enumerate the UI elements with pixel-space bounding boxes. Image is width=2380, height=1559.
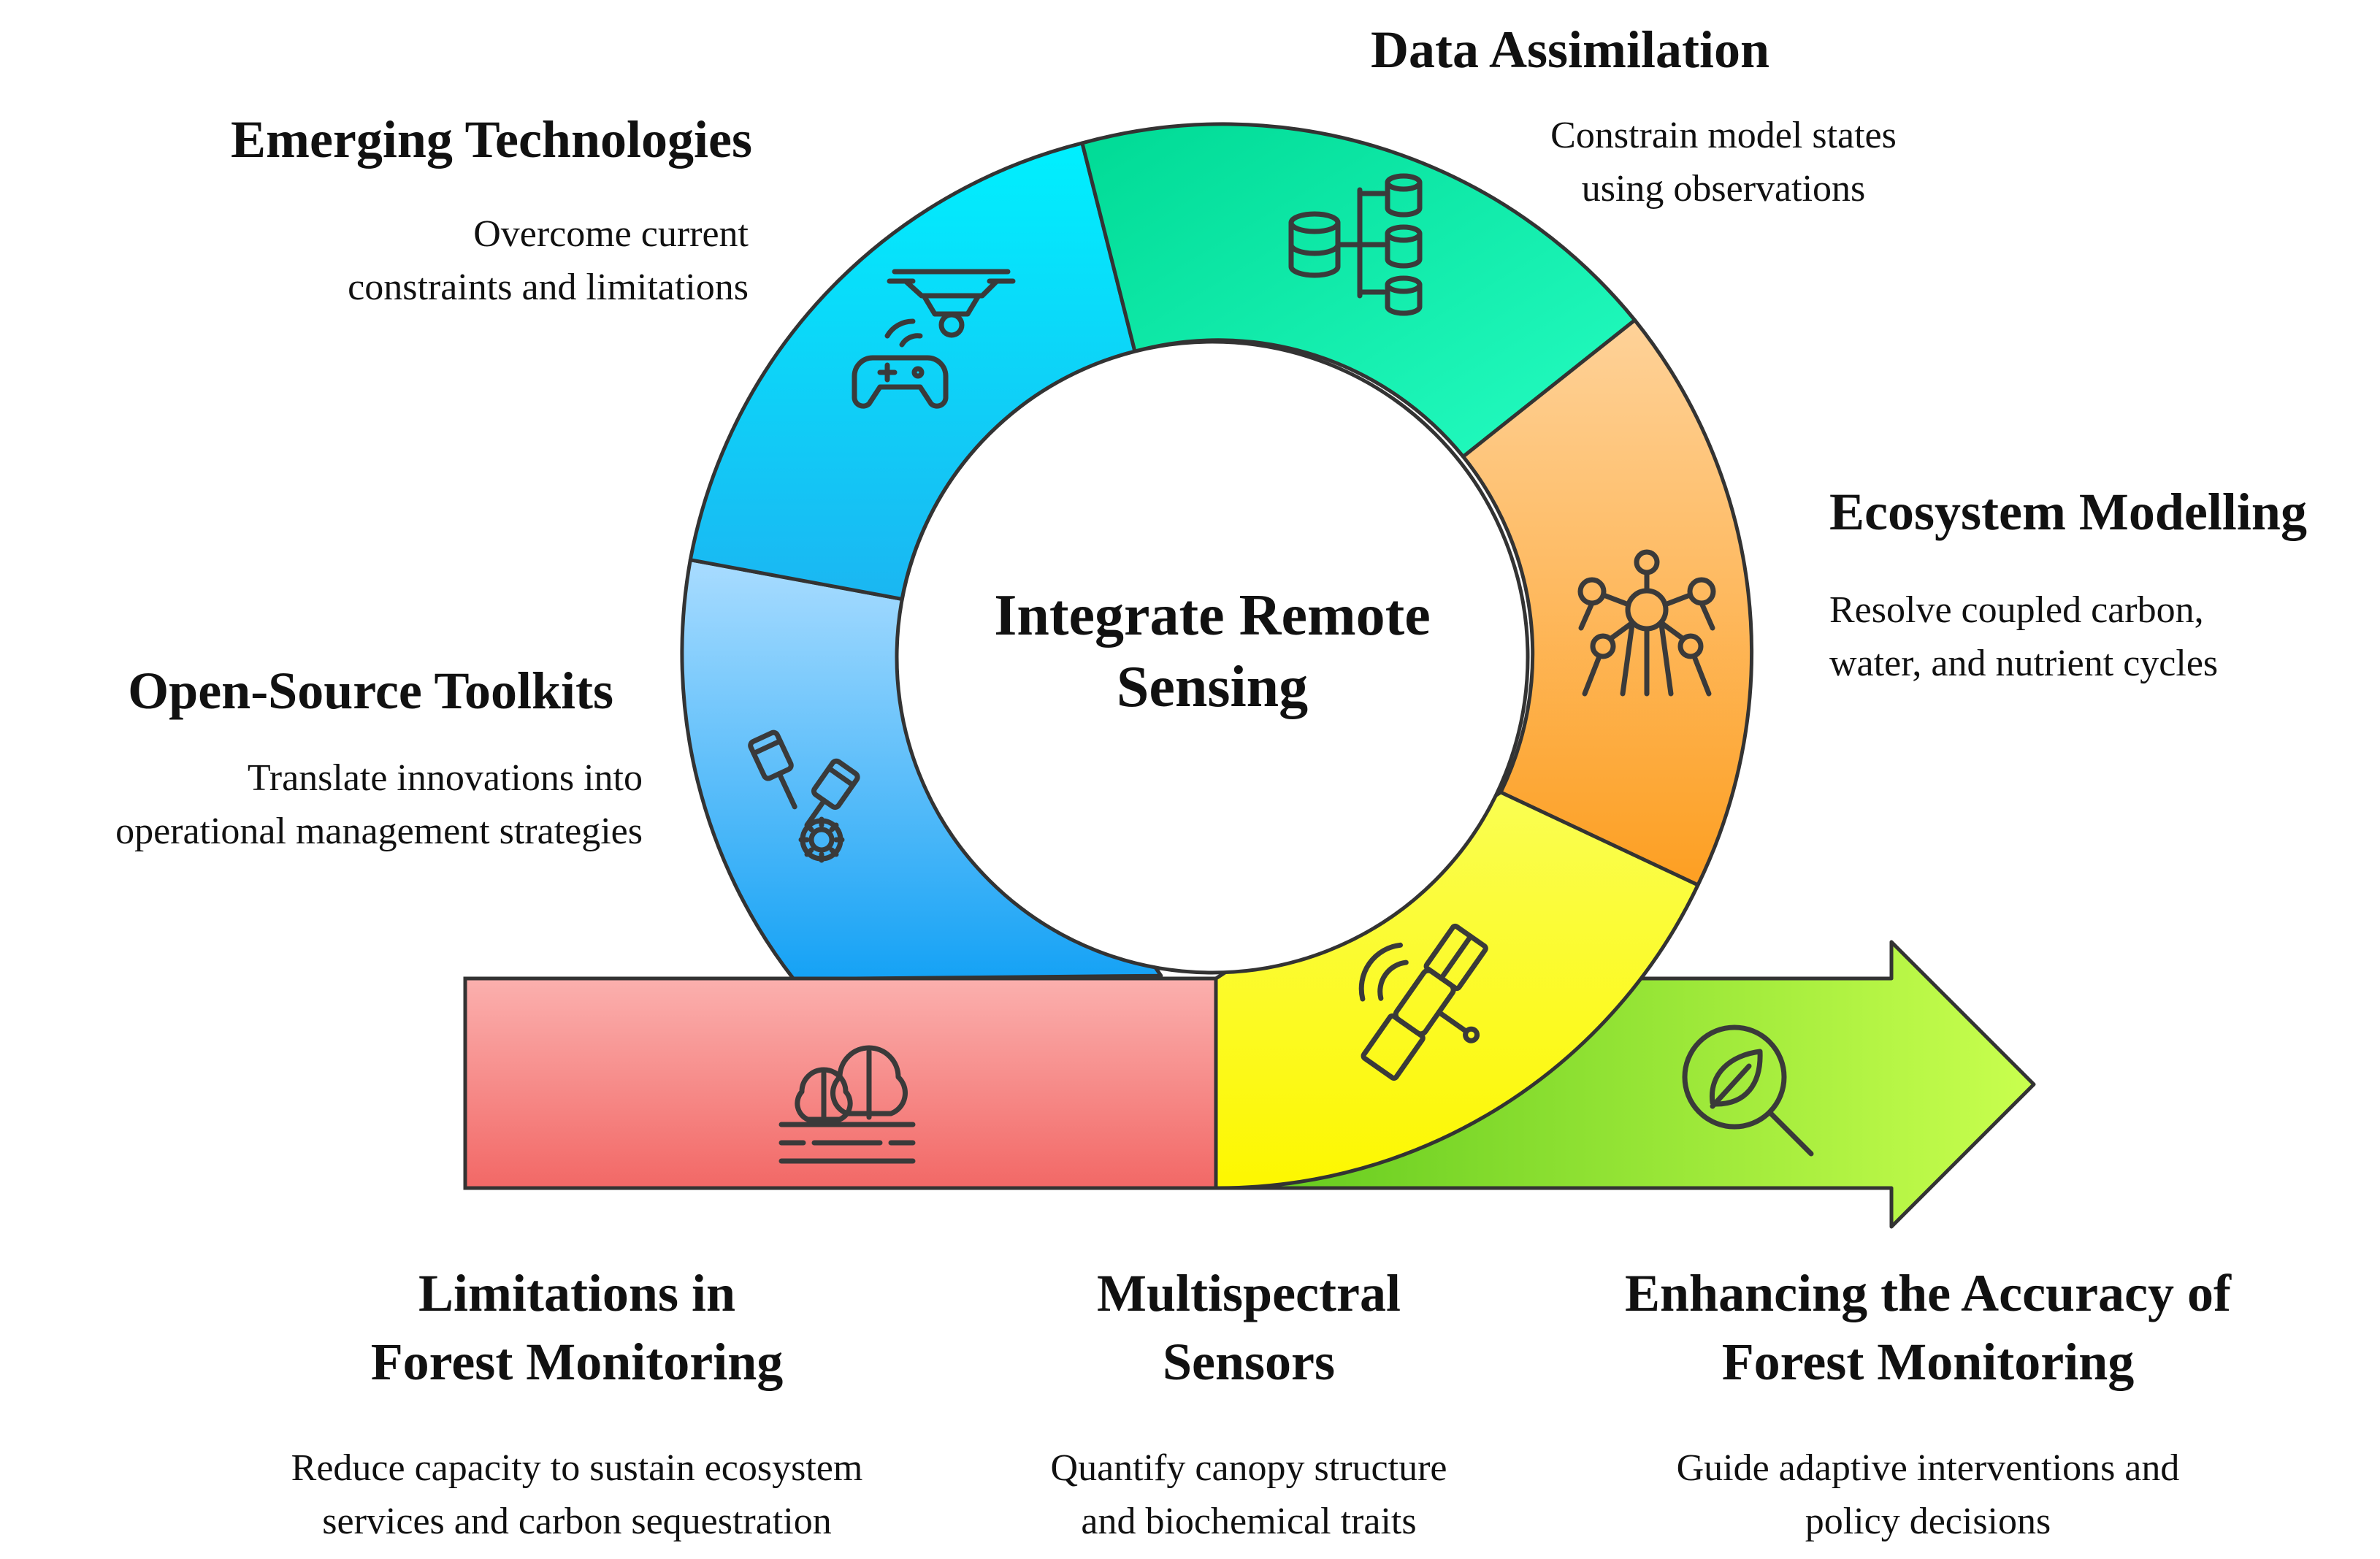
opensource-description: Translate innovations into operational m… — [15, 752, 643, 859]
limitations-bar — [463, 976, 1218, 1190]
multispectral-title-line-1: Multispectral — [1097, 1264, 1401, 1322]
limitations-description: Reduce capacity to sustain ecosystem ser… — [197, 1442, 957, 1549]
satellite-icon — [1358, 923, 1488, 1081]
enhancing-label: Enhancing the Accuracy of Forest Monitor… — [1563, 1260, 2293, 1396]
emerging-label: Emerging Technologies — [73, 106, 752, 175]
ecosystem-title: Ecosystem Modelling — [1829, 483, 2307, 541]
opensource-label: Open-Source Toolkits — [29, 657, 613, 726]
molecule-network-icon — [1577, 549, 1716, 697]
database-tree-icon — [1288, 173, 1423, 316]
limitations-title-line-2: Forest Monitoring — [370, 1332, 784, 1391]
drone-controller-icon — [852, 269, 1016, 409]
assimilation-desc-line-2: using observations — [1581, 167, 1866, 210]
ecosystem-label: Ecosystem Modelling — [1829, 478, 2370, 547]
limitations-desc-line-1: Reduce capacity to sustain ecosystem — [291, 1447, 863, 1489]
emerging-title: Emerging Technologies — [230, 110, 752, 169]
multispectral-label: Multispectral Sensors — [1022, 1260, 1475, 1396]
opensource-title: Open-Source Toolkits — [128, 662, 613, 720]
center-title: Integrate Remote Sensing — [957, 581, 1468, 723]
limitations-title-line-1: Limitations in — [418, 1264, 736, 1322]
multispectral-desc-line-1: Quantify canopy structure — [1050, 1447, 1447, 1489]
emerging-description: Overcome current constraints and limitat… — [161, 208, 749, 315]
opensource-desc-line-1: Translate innovations into — [247, 757, 643, 799]
center-circle — [895, 340, 1530, 975]
multispectral-title-line-2: Sensors — [1162, 1332, 1336, 1391]
assimilation-label: Data Assimilation — [1336, 16, 1804, 85]
enhancing-description: Guide adaptive interventions and policy … — [1592, 1442, 2264, 1549]
ecosystem-desc-line-2: water, and nutrient cycles — [1829, 642, 2219, 684]
pistons-gear-icon — [748, 729, 860, 863]
assimilation-title: Data Assimilation — [1370, 20, 1770, 79]
center-title-line-1: Integrate Remote — [994, 583, 1431, 648]
assimilation-description: Constrain model states using observation… — [1431, 110, 2016, 216]
emerging-desc-line-1: Overcome current — [473, 213, 749, 255]
enhancing-desc-line-2: policy decisions — [1805, 1500, 2051, 1542]
enhancing-desc-line-1: Guide adaptive interventions and — [1676, 1447, 2180, 1489]
multispectral-desc-line-2: and biochemical traits — [1081, 1500, 1417, 1542]
limitations-desc-line-2: services and carbon sequestration — [322, 1500, 832, 1542]
ecosystem-description: Resolve coupled carbon, water, and nutri… — [1829, 584, 2370, 691]
trees-icon — [778, 1045, 916, 1164]
enhancing-title-line-2: Forest Monitoring — [1721, 1332, 2135, 1391]
leaf-magnifier-icon — [1682, 1024, 1814, 1157]
opensource-desc-line-2: operational management strategies — [115, 810, 643, 852]
emerging-desc-line-2: constraints and limitations — [348, 266, 749, 308]
ring-segment-ecosystem — [1461, 318, 1754, 887]
assimilation-desc-line-1: Constrain model states — [1550, 115, 1897, 156]
enhancing-title-line-1: Enhancing the Accuracy of — [1624, 1264, 2231, 1322]
multispectral-description: Quantify canopy structure and biochemica… — [975, 1442, 1523, 1549]
center-title-line-2: Sensing — [1116, 654, 1309, 719]
limitations-label: Limitations in Forest Monitoring — [278, 1260, 876, 1396]
ecosystem-desc-line-1: Resolve coupled carbon, — [1829, 589, 2204, 631]
